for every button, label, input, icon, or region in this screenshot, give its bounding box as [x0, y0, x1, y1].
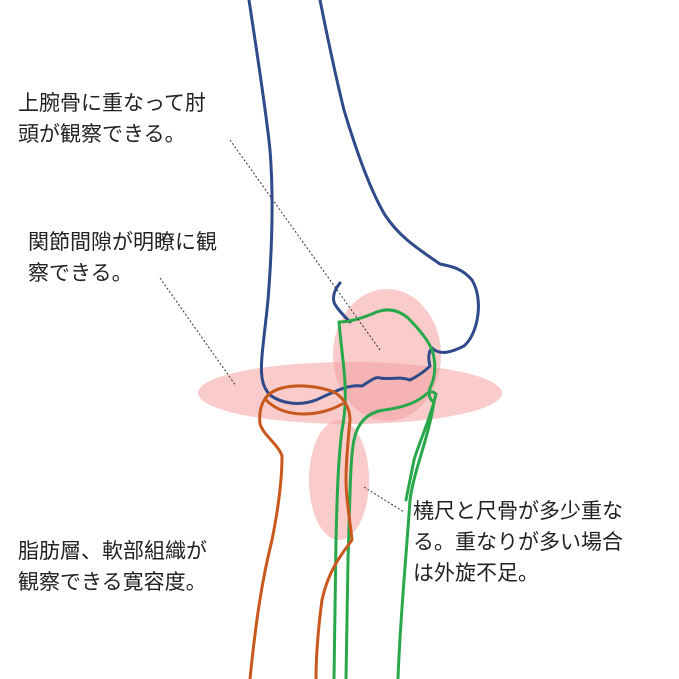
annotation-line: 頭が観察できる。: [18, 122, 186, 146]
leader-line-radioulnar: [363, 486, 405, 513]
soft-tissue-annotation: 脂肪層、軟部組織が 観察できる寛容度。: [18, 536, 207, 598]
radius-outline: [248, 384, 354, 679]
annotation-line: 観察できる寛容度。: [18, 570, 207, 594]
joint-space-annotation: 関節間隙が明瞭に観 察できる。: [28, 227, 217, 289]
radius-ulna-overlap-annotation: 橈尺と尺骨が多少重な る。重なりが多い場合 は外旋不足。: [413, 496, 623, 589]
annotation-line: 関節間隙が明瞭に観: [28, 230, 217, 254]
ulna-inner-contour: [344, 390, 438, 679]
humerus-outline: [247, 0, 480, 405]
humerus-inner-contour: [331, 281, 352, 324]
humeral-head-annotation: 上腕骨に重なって肘 頭が観察できる。: [18, 88, 206, 150]
leader-line-joint-space: [159, 277, 237, 387]
annotation-line: る。重なりが多い場合: [413, 530, 623, 554]
annotation-line: 脂肪層、軟部組織が: [18, 539, 207, 563]
annotation-line: 察できる。: [28, 261, 133, 285]
annotation-line: は外旋不足。: [413, 561, 539, 585]
annotation-line: 橈尺と尺骨が多少重な: [413, 499, 623, 523]
leader-line-humeral-head: [229, 139, 381, 351]
radius-head-contour: [264, 398, 344, 416]
olecranon-highlight: [333, 289, 441, 421]
annotation-line: 上腕骨に重なって肘: [18, 91, 206, 115]
